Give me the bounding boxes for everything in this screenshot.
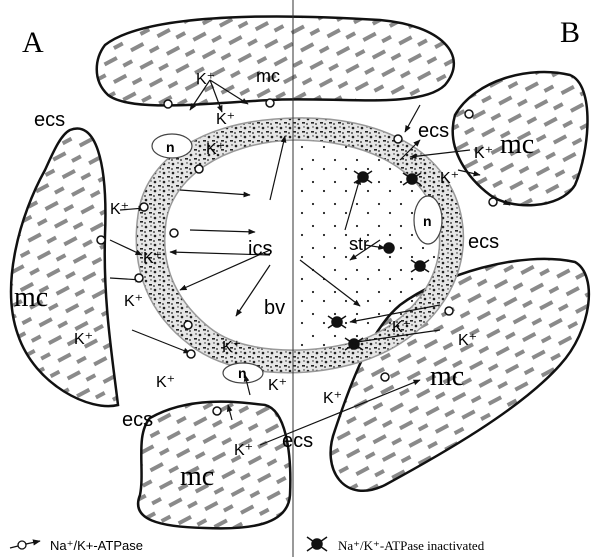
label-k-16: K⁺ (440, 170, 459, 187)
label-k-1: K⁺ (196, 71, 215, 88)
label-mc-right: mc (500, 129, 534, 160)
panel-label-b: B (560, 16, 580, 49)
label-k-8: K⁺ (156, 374, 175, 391)
label-k-6: K⁺ (124, 293, 143, 310)
label-k-11: K⁺ (234, 442, 253, 459)
label-k-3: K⁺ (206, 141, 225, 158)
label-mc-bottom-left: mc (180, 461, 214, 492)
panel-label-a: A (22, 26, 44, 59)
label-str: str (349, 234, 369, 254)
label-mc-left: mc (14, 282, 48, 313)
label-k-10: K⁺ (268, 377, 287, 394)
label-ecs-bottom-left: ecs (122, 409, 153, 431)
label-ecs-bottom-center: ecs (282, 430, 313, 452)
label-k-12: K⁺ (323, 390, 342, 407)
muscle-cell-top (97, 16, 454, 105)
label-n-top: n (166, 139, 175, 155)
legend-active-symbol (10, 541, 40, 549)
legend-active-label: Na⁺/K+-ATPase (50, 538, 143, 553)
label-ecs-top-right: ecs (418, 120, 449, 142)
label-k-7: K⁺ (74, 331, 93, 348)
label-bv: bv (264, 297, 285, 319)
label-k-14: K⁺ (458, 332, 477, 349)
label-mc-top: mc (256, 66, 280, 86)
label-mc-bottom-right: mc (430, 361, 464, 392)
label-n-right: n (423, 213, 432, 229)
legend-inactive-label: Na⁺/K⁺-ATPase inactivated (338, 538, 485, 553)
label-k-9: K⁺ (222, 339, 241, 356)
label-k-4: K⁺ (110, 201, 129, 218)
label-n-bottom: n (238, 365, 247, 381)
label-ecs-right: ecs (468, 231, 499, 253)
label-k-15: K⁺ (474, 145, 493, 162)
label-ecs-top-left: ecs (34, 109, 65, 131)
legend: Na⁺/K+-ATPase Na⁺/K⁺-ATPase inactivated (10, 537, 485, 553)
label-k-5: K⁺ (143, 250, 162, 267)
muscle-cell-left (11, 128, 118, 406)
label-k-2: K⁺ (216, 111, 235, 128)
label-ics: ics (248, 238, 272, 260)
label-k-13: K⁺ (392, 319, 411, 336)
legend-inactive-symbol (307, 537, 327, 551)
